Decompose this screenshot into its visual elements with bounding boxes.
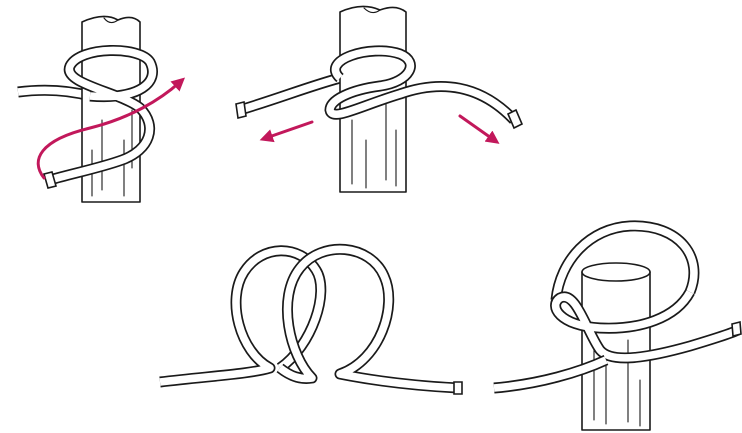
step-2-left-arrow [266,122,312,138]
step-2-rope-back [240,78,340,110]
step-2-right-arrow [460,116,494,140]
step-1-rope-back [18,90,90,96]
step-3-panel [160,249,462,394]
step-3-rope [160,249,462,394]
step-4-panel [494,226,741,430]
step-2-panel [236,6,522,192]
step-1-panel [18,16,180,202]
